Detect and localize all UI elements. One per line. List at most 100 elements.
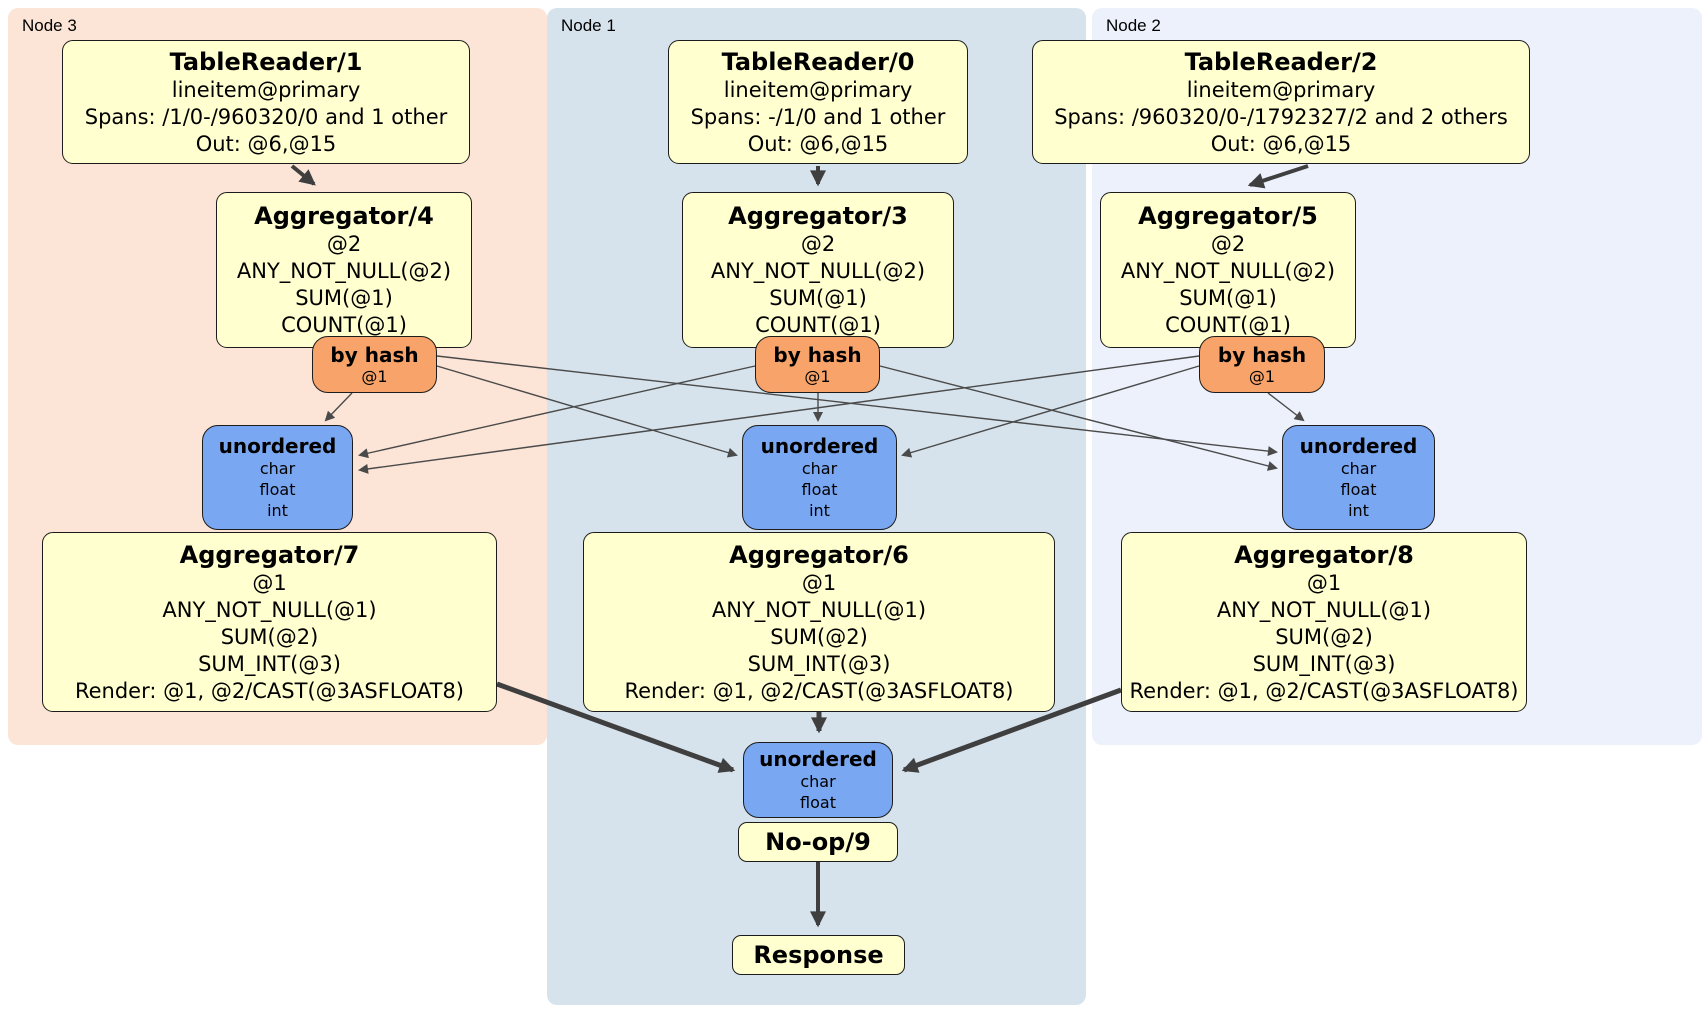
processor-line: @2 [326, 232, 362, 256]
sync-title: unordered [760, 434, 879, 458]
processor-title: Aggregator/8 [1234, 540, 1414, 569]
unordered-sync-node1: unordered char float int [742, 425, 897, 530]
processor-line: SUM(@2) [770, 624, 868, 649]
sync-line: float [259, 480, 296, 499]
processor-title: Response [753, 941, 884, 969]
processor-title: Aggregator/4 [254, 202, 434, 230]
processor-title: Aggregator/7 [179, 540, 360, 569]
processor-line: SUM(@2) [220, 624, 319, 649]
sync-line: int [267, 501, 288, 520]
response-node: Response [732, 935, 905, 975]
processor-line: @1 [1306, 570, 1342, 595]
processor-line: SUM_INT(@3) [1252, 651, 1396, 676]
sync-line: float [1340, 480, 1377, 499]
region-label-node-2: Node 2 [1106, 16, 1161, 35]
sync-title: unordered [218, 434, 337, 458]
edge-router1-sync2 [879, 365, 1278, 471]
processor-line: SUM(@1) [295, 286, 393, 310]
processor-line: COUNT(@1) [281, 313, 407, 337]
processor-line: Out: @6,@15 [1210, 131, 1352, 156]
sync-line: float [800, 793, 836, 812]
processor-line: ANY_NOT_NULL(@1) [1216, 597, 1432, 622]
processor-line: SUM_INT(@3) [198, 651, 341, 676]
processor-title: TableReader/0 [721, 47, 915, 76]
processor-line: Out: @6,@15 [747, 131, 889, 156]
processor-tablereader-1: TableReader/1 lineitem@primary Spans: /1… [62, 40, 470, 164]
processor-line: Render: @1, @2/CAST(@3ASFLOAT8) [1129, 678, 1519, 703]
edge-router2-sync1 [901, 365, 1200, 458]
processor-title: Aggregator/6 [729, 540, 909, 569]
edge-router3-sync3 [324, 392, 353, 422]
edge-agg7-syncfinal [496, 681, 736, 773]
unordered-sync-node2: unordered char float int [1282, 425, 1435, 530]
region-label-node-3: Node 3 [22, 16, 77, 35]
processor-line: SUM(@1) [1179, 286, 1277, 310]
processor-title: TableReader/2 [1184, 47, 1378, 76]
processor-line: Spans: /1/0-/960320/0 and 1 other [84, 104, 448, 129]
sync-title: unordered [1299, 434, 1418, 458]
edge-router2-sync2 [1267, 392, 1305, 422]
processor-line: @2 [1210, 232, 1246, 256]
processor-line: Render: @1, @2/CAST(@3ASFLOAT8) [74, 678, 465, 703]
processor-line: ANY_NOT_NULL(@2) [1120, 259, 1336, 283]
edge-router3-sync1 [436, 365, 738, 458]
processor-aggregator-7: Aggregator/7 @1 ANY_NOT_NULL(@1) SUM(@2)… [42, 532, 497, 712]
router-line: @1 [361, 367, 388, 386]
processor-line: SUM_INT(@3) [747, 651, 891, 676]
processor-line: ANY_NOT_NULL(@2) [710, 259, 926, 283]
region-label-node-1: Node 1 [561, 16, 616, 35]
processor-aggregator-4: Aggregator/4 @2 ANY_NOT_NULL(@2) SUM(@1)… [216, 192, 472, 348]
edge-tr2-agg5 [1247, 164, 1309, 189]
sync-title: unordered [759, 747, 877, 771]
processor-line: @2 [800, 232, 836, 256]
processor-title: No-op/9 [765, 828, 871, 856]
router-title: by hash [1217, 343, 1307, 367]
sync-line: int [1348, 501, 1369, 520]
edge-router3-sync2 [436, 355, 1278, 457]
processor-tablereader-2: TableReader/2 lineitem@primary Spans: /9… [1032, 40, 1530, 164]
router-line: @1 [1248, 367, 1276, 386]
processor-line: ANY_NOT_NULL(@2) [236, 259, 452, 283]
processor-line: SUM(@1) [769, 286, 867, 310]
router-title: by hash [773, 343, 862, 367]
processor-tablereader-0: TableReader/0 lineitem@primary Spans: -/… [668, 40, 968, 164]
processor-line: lineitem@primary [723, 77, 913, 102]
processor-noop-9: No-op/9 [738, 822, 898, 862]
processor-line: COUNT(@1) [755, 313, 881, 337]
processor-line: lineitem@primary [171, 77, 361, 102]
unordered-sync-final: unordered char float [743, 742, 893, 818]
processor-line: @1 [252, 570, 287, 595]
unordered-sync-node3: unordered char float int [202, 425, 353, 530]
sync-line: char [259, 459, 296, 478]
processor-title: Aggregator/5 [1138, 202, 1318, 230]
hash-router-node1: by hash @1 [755, 336, 880, 393]
processor-line: Out: @6,@15 [195, 131, 337, 156]
sync-line: char [1340, 459, 1377, 478]
edge-router2-sync3 [358, 355, 1200, 474]
processor-aggregator-8: Aggregator/8 @1 ANY_NOT_NULL(@1) SUM(@2)… [1121, 532, 1527, 712]
sync-line: float [801, 480, 838, 499]
hash-router-node2: by hash @1 [1199, 336, 1325, 393]
processor-line: SUM(@2) [1275, 624, 1373, 649]
hash-router-node3: by hash @1 [312, 336, 437, 393]
processor-line: @1 [801, 570, 837, 595]
edge-router1-sync3 [358, 365, 756, 459]
processor-aggregator-5: Aggregator/5 @2 ANY_NOT_NULL(@2) SUM(@1)… [1100, 192, 1356, 348]
processor-line: ANY_NOT_NULL(@1) [162, 597, 377, 622]
processor-title: TableReader/1 [169, 47, 363, 76]
sync-line: int [809, 501, 830, 520]
processor-line: Render: @1, @2/CAST(@3ASFLOAT8) [624, 678, 1014, 703]
edge-tr1-agg4 [290, 164, 316, 186]
sync-line: char [801, 459, 838, 478]
router-title: by hash [330, 343, 419, 367]
sync-line: char [800, 772, 836, 791]
edge-agg8-syncfinal [901, 687, 1122, 773]
processor-line: Spans: -/1/0 and 1 other [690, 104, 946, 129]
processor-aggregator-6: Aggregator/6 @1 ANY_NOT_NULL(@1) SUM(@2)… [583, 532, 1055, 712]
processor-aggregator-3: Aggregator/3 @2 ANY_NOT_NULL(@2) SUM(@1)… [682, 192, 954, 348]
router-line: @1 [804, 367, 831, 386]
processor-title: Aggregator/3 [728, 202, 908, 230]
processor-line: lineitem@primary [1186, 77, 1376, 102]
